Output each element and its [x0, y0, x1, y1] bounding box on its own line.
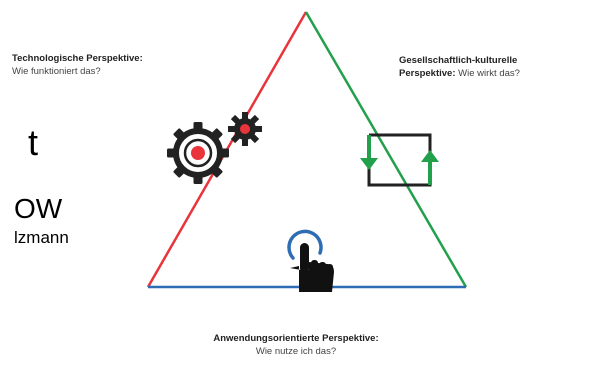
cropped-text-t: t: [28, 122, 39, 163]
application-title: Anwendungsorientierte Perspektive:: [213, 333, 379, 344]
application-perspective-label: Anwendungsorientierte Perspektive: Wie n…: [0, 332, 592, 358]
application-subtitle: Wie nutze ich das?: [255, 346, 337, 357]
cycle-arrows-icon: [360, 133, 439, 187]
cropped-text-ow: OW: [14, 193, 63, 224]
small-gear-icon: [228, 112, 262, 146]
gear-icon: [167, 122, 229, 184]
cropped-text-lzmann: lzmann: [14, 228, 69, 247]
societal-subtitle: Wie wirkt das?: [458, 68, 520, 79]
societal-title-2: Perspektive:: [399, 68, 456, 79]
societal-title: Gesellschaftlich-kulturelle: [399, 55, 518, 66]
technological-perspective-label: Technologische Perspektive: Wie funktion…: [12, 52, 143, 78]
societal-perspective-label: Gesellschaftlich-kulturelle Perspektive:…: [399, 54, 520, 80]
technological-title: Technologische Perspektive:: [12, 53, 143, 64]
touch-hand-icon: [287, 229, 334, 292]
edge-societal: [304, 11, 468, 288]
technological-subtitle: Wie funktioniert das?: [12, 66, 101, 77]
